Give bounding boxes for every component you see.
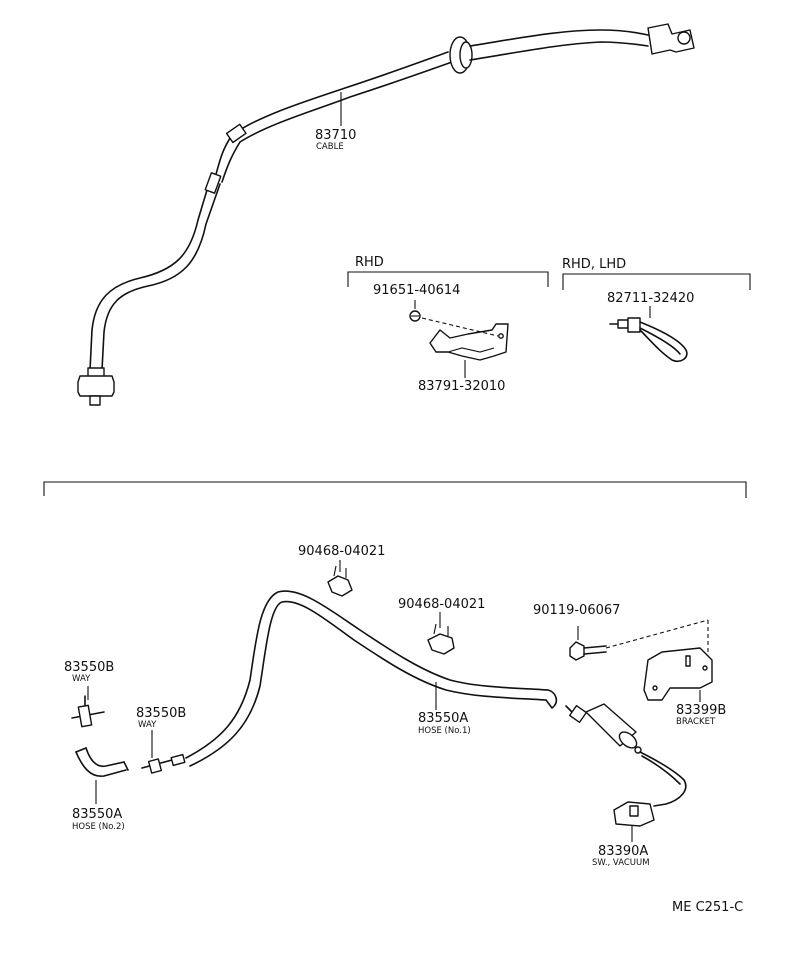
bolt-bracket-part-number: 90119-06067 xyxy=(533,603,621,618)
bracket-part-name: BRACKET xyxy=(676,717,716,727)
bracket-rhd xyxy=(421,317,509,378)
rhd-section-frame xyxy=(347,271,549,287)
vacuum-switch-part-number: 83390A xyxy=(598,844,649,859)
bolt-rhd xyxy=(409,300,421,322)
way-2-part-number: 83550B xyxy=(136,706,187,721)
way-fitting-1 xyxy=(71,686,105,728)
cable-part-number: 83710 xyxy=(315,128,357,143)
vacuum-switch-drawing xyxy=(565,703,687,842)
connector-clip-part-number: 82711-32420 xyxy=(607,291,695,306)
rhd-lhd-section-frame xyxy=(562,273,751,290)
bolt-bracket xyxy=(569,619,709,661)
clamp-1 xyxy=(327,560,353,597)
clamp-2 xyxy=(427,612,455,655)
section-label-rhd-lhd: RHD, LHD xyxy=(562,257,627,272)
lower-section-frame xyxy=(43,481,747,498)
hose-no2-part-name: HOSE (No.2) xyxy=(72,822,125,832)
bracket-part-number: 83399B xyxy=(676,703,727,718)
vacuum-switch-part-name: SW., VACUUM xyxy=(592,858,650,868)
bolt-rhd-part-number: 91651-40614 xyxy=(373,283,461,298)
way-1-part-name: WAY xyxy=(72,674,91,684)
hose-no1-part-number: 83550A xyxy=(418,711,469,726)
bracket-rhd-part-number: 83791-32010 xyxy=(418,379,506,394)
hose-no2-drawing xyxy=(75,747,129,804)
hose-no1-part-name: HOSE (No.1) xyxy=(418,726,471,736)
bracket-83399b xyxy=(643,647,713,702)
clamp-1-part-number: 90468-04021 xyxy=(298,544,386,559)
cable-assembly xyxy=(77,23,695,406)
connector-clip xyxy=(609,306,688,363)
way-1-part-number: 83550B xyxy=(64,660,115,675)
hose-no1-drawing xyxy=(185,590,558,767)
clamp-2-part-number: 90468-04021 xyxy=(398,597,486,612)
diagram-code: ME C251-C xyxy=(672,900,744,915)
way-fitting-2 xyxy=(141,730,186,774)
cable-part-name: CABLE xyxy=(316,142,344,152)
section-label-rhd: RHD xyxy=(355,255,384,270)
hose-no2-part-number: 83550A xyxy=(72,807,123,822)
way-2-part-name: WAY xyxy=(138,720,157,730)
